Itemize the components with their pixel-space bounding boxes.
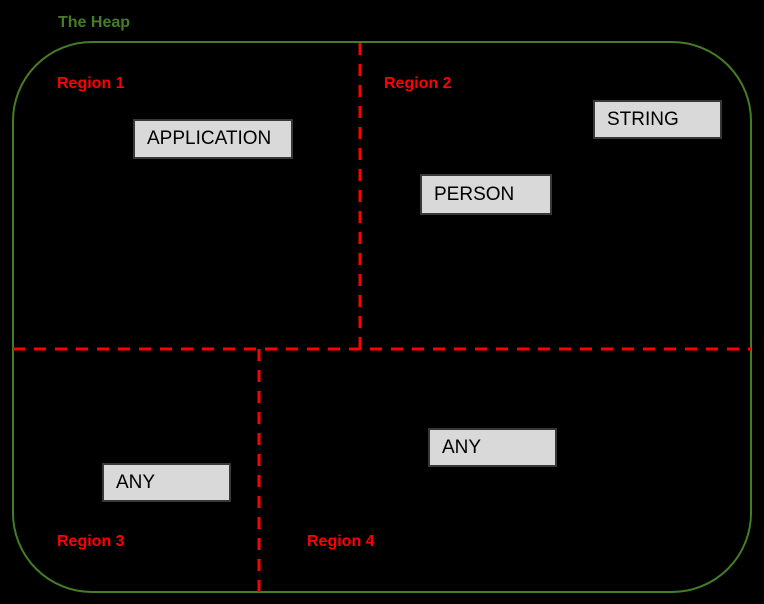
region-4-label: Region 4: [307, 533, 375, 550]
heap-title: The Heap: [58, 14, 131, 31]
box-person: PERSON: [420, 174, 552, 215]
box-any-region-3: ANY: [102, 463, 231, 502]
box-string: STRING: [593, 100, 722, 139]
region-2-label: Region 2: [384, 75, 452, 92]
region-1-label: Region 1: [57, 75, 125, 92]
box-any-region-4: ANY: [428, 428, 557, 467]
heap-boundary: [12, 41, 752, 593]
region-3-label: Region 3: [57, 533, 125, 550]
box-application: APPLICATION: [133, 119, 293, 159]
